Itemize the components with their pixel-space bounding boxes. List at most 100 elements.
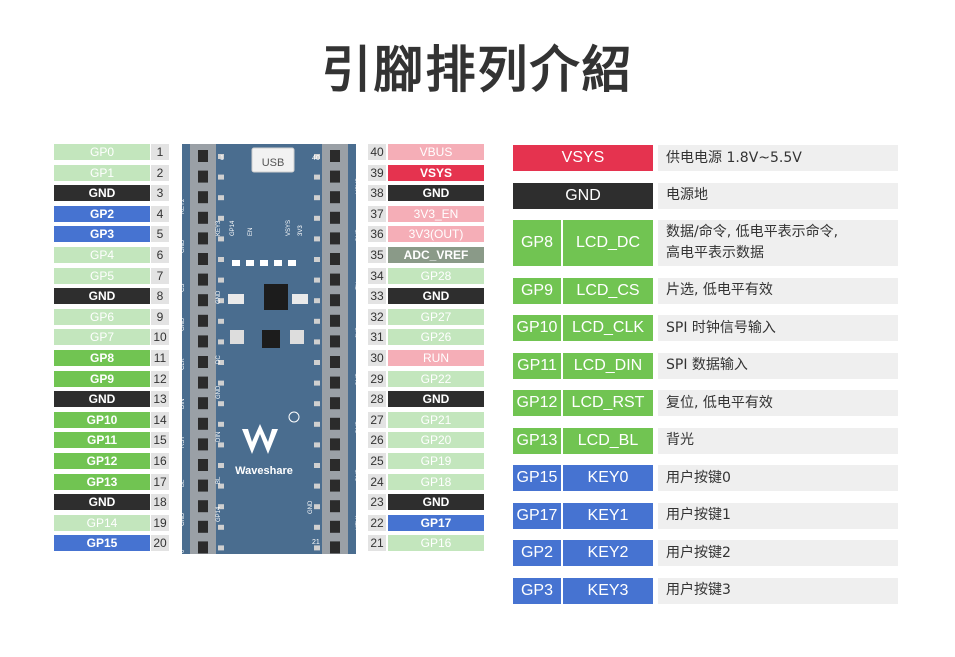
pin-number: 21 (368, 535, 386, 552)
pin-number: 33 (368, 288, 386, 305)
silk-label: GND (308, 500, 314, 514)
pad (218, 174, 224, 180)
pin-label: 3V3_EN (388, 205, 484, 222)
header-pin (330, 356, 340, 368)
function-cell: LCD_BL (563, 427, 653, 454)
pin-row: GND 8 (0, 288, 955, 305)
function-cell: GND (513, 182, 653, 209)
header-pin (198, 232, 208, 245)
header-pin (330, 150, 340, 162)
usb-label: USB (262, 157, 285, 169)
function-cell: KEY0 (563, 465, 653, 491)
pin-label: GND (388, 185, 484, 202)
header-pin (330, 314, 340, 327)
silk-label: KEY3 (216, 220, 222, 236)
usb-connector (251, 147, 295, 173)
pin-label: GP19 (388, 453, 484, 469)
pin-label: GP17 (388, 514, 484, 531)
pin-number: 8 (151, 288, 169, 305)
brand-label: Waveshare (235, 465, 293, 477)
header-pin (330, 541, 340, 554)
pin-number: 26 (368, 432, 386, 449)
silk-label: 3V3 (356, 327, 362, 338)
pin-number: 11 (151, 350, 169, 366)
pin-number: 1 (151, 144, 169, 160)
silk-label: DIN (216, 432, 222, 442)
header-pin (198, 479, 208, 492)
silk-label: GND (180, 512, 186, 526)
pico-board: USB Waveshare KEY2GNDCSGNDCLKDINRSTBLGND… (180, 144, 362, 554)
pad (218, 483, 224, 489)
gpio-cell: GP8 (513, 220, 561, 266)
pad (218, 401, 224, 407)
silk-label: DIN (180, 399, 186, 409)
pad (218, 339, 224, 345)
corner-num: 40 (312, 155, 320, 162)
pad (314, 360, 320, 365)
header-pin (198, 356, 208, 368)
description-line: 片选, 低电平有效 (666, 282, 773, 298)
pin-row: 3V3(OUT)36 (0, 226, 955, 243)
pad (314, 339, 320, 345)
silk-label: KEY1 (356, 514, 362, 530)
pin-number: 22 (368, 514, 386, 531)
pad (218, 215, 224, 221)
pin-number: 32 (368, 308, 386, 325)
corner-num: 21 (312, 539, 320, 546)
pin-number: 35 (368, 247, 386, 263)
pin-label: GP12 (54, 453, 150, 469)
silk-label: GND (180, 317, 186, 331)
pad (218, 421, 224, 427)
pin-label: VBUS (388, 144, 484, 160)
waveshare-logo-icon (242, 424, 278, 454)
pin-number: 17 (151, 473, 169, 490)
pin-number: 15 (151, 432, 169, 449)
silk-label: GND (356, 372, 362, 386)
pad (314, 524, 320, 530)
pad (314, 257, 320, 262)
silk-label: KEY0 (180, 549, 186, 554)
header-pin (198, 417, 208, 430)
gpio-cell: GP13 (513, 427, 561, 454)
description-cell: 片选, 低电平有效 (658, 277, 898, 304)
pad (218, 442, 224, 448)
silk-label: CS (180, 284, 186, 292)
description-line: 用户按键0 (666, 469, 731, 486)
pad (314, 154, 320, 159)
pin-number: 3 (151, 185, 169, 202)
header-pin (198, 314, 208, 327)
pin-label: GP2 (54, 205, 150, 222)
page-title: 引腳排列介紹 (321, 41, 634, 99)
pin-number: 36 (368, 226, 386, 243)
silk-label: GND (356, 228, 362, 242)
header-pin (198, 335, 208, 348)
silk-label: CLK (180, 358, 186, 370)
pin-label: GND (54, 391, 150, 408)
smd-pad (232, 260, 240, 266)
pad (314, 236, 320, 242)
header-pin (198, 150, 208, 162)
pin-number: 19 (151, 514, 169, 531)
pin-label: GP10 (54, 411, 150, 428)
description-cell: 用户按键1 (658, 502, 898, 529)
header-pin (198, 191, 208, 204)
silk-label: GND (216, 290, 222, 304)
pad (314, 401, 320, 407)
pin-label: GP7 (54, 329, 150, 346)
pad (218, 318, 224, 324)
